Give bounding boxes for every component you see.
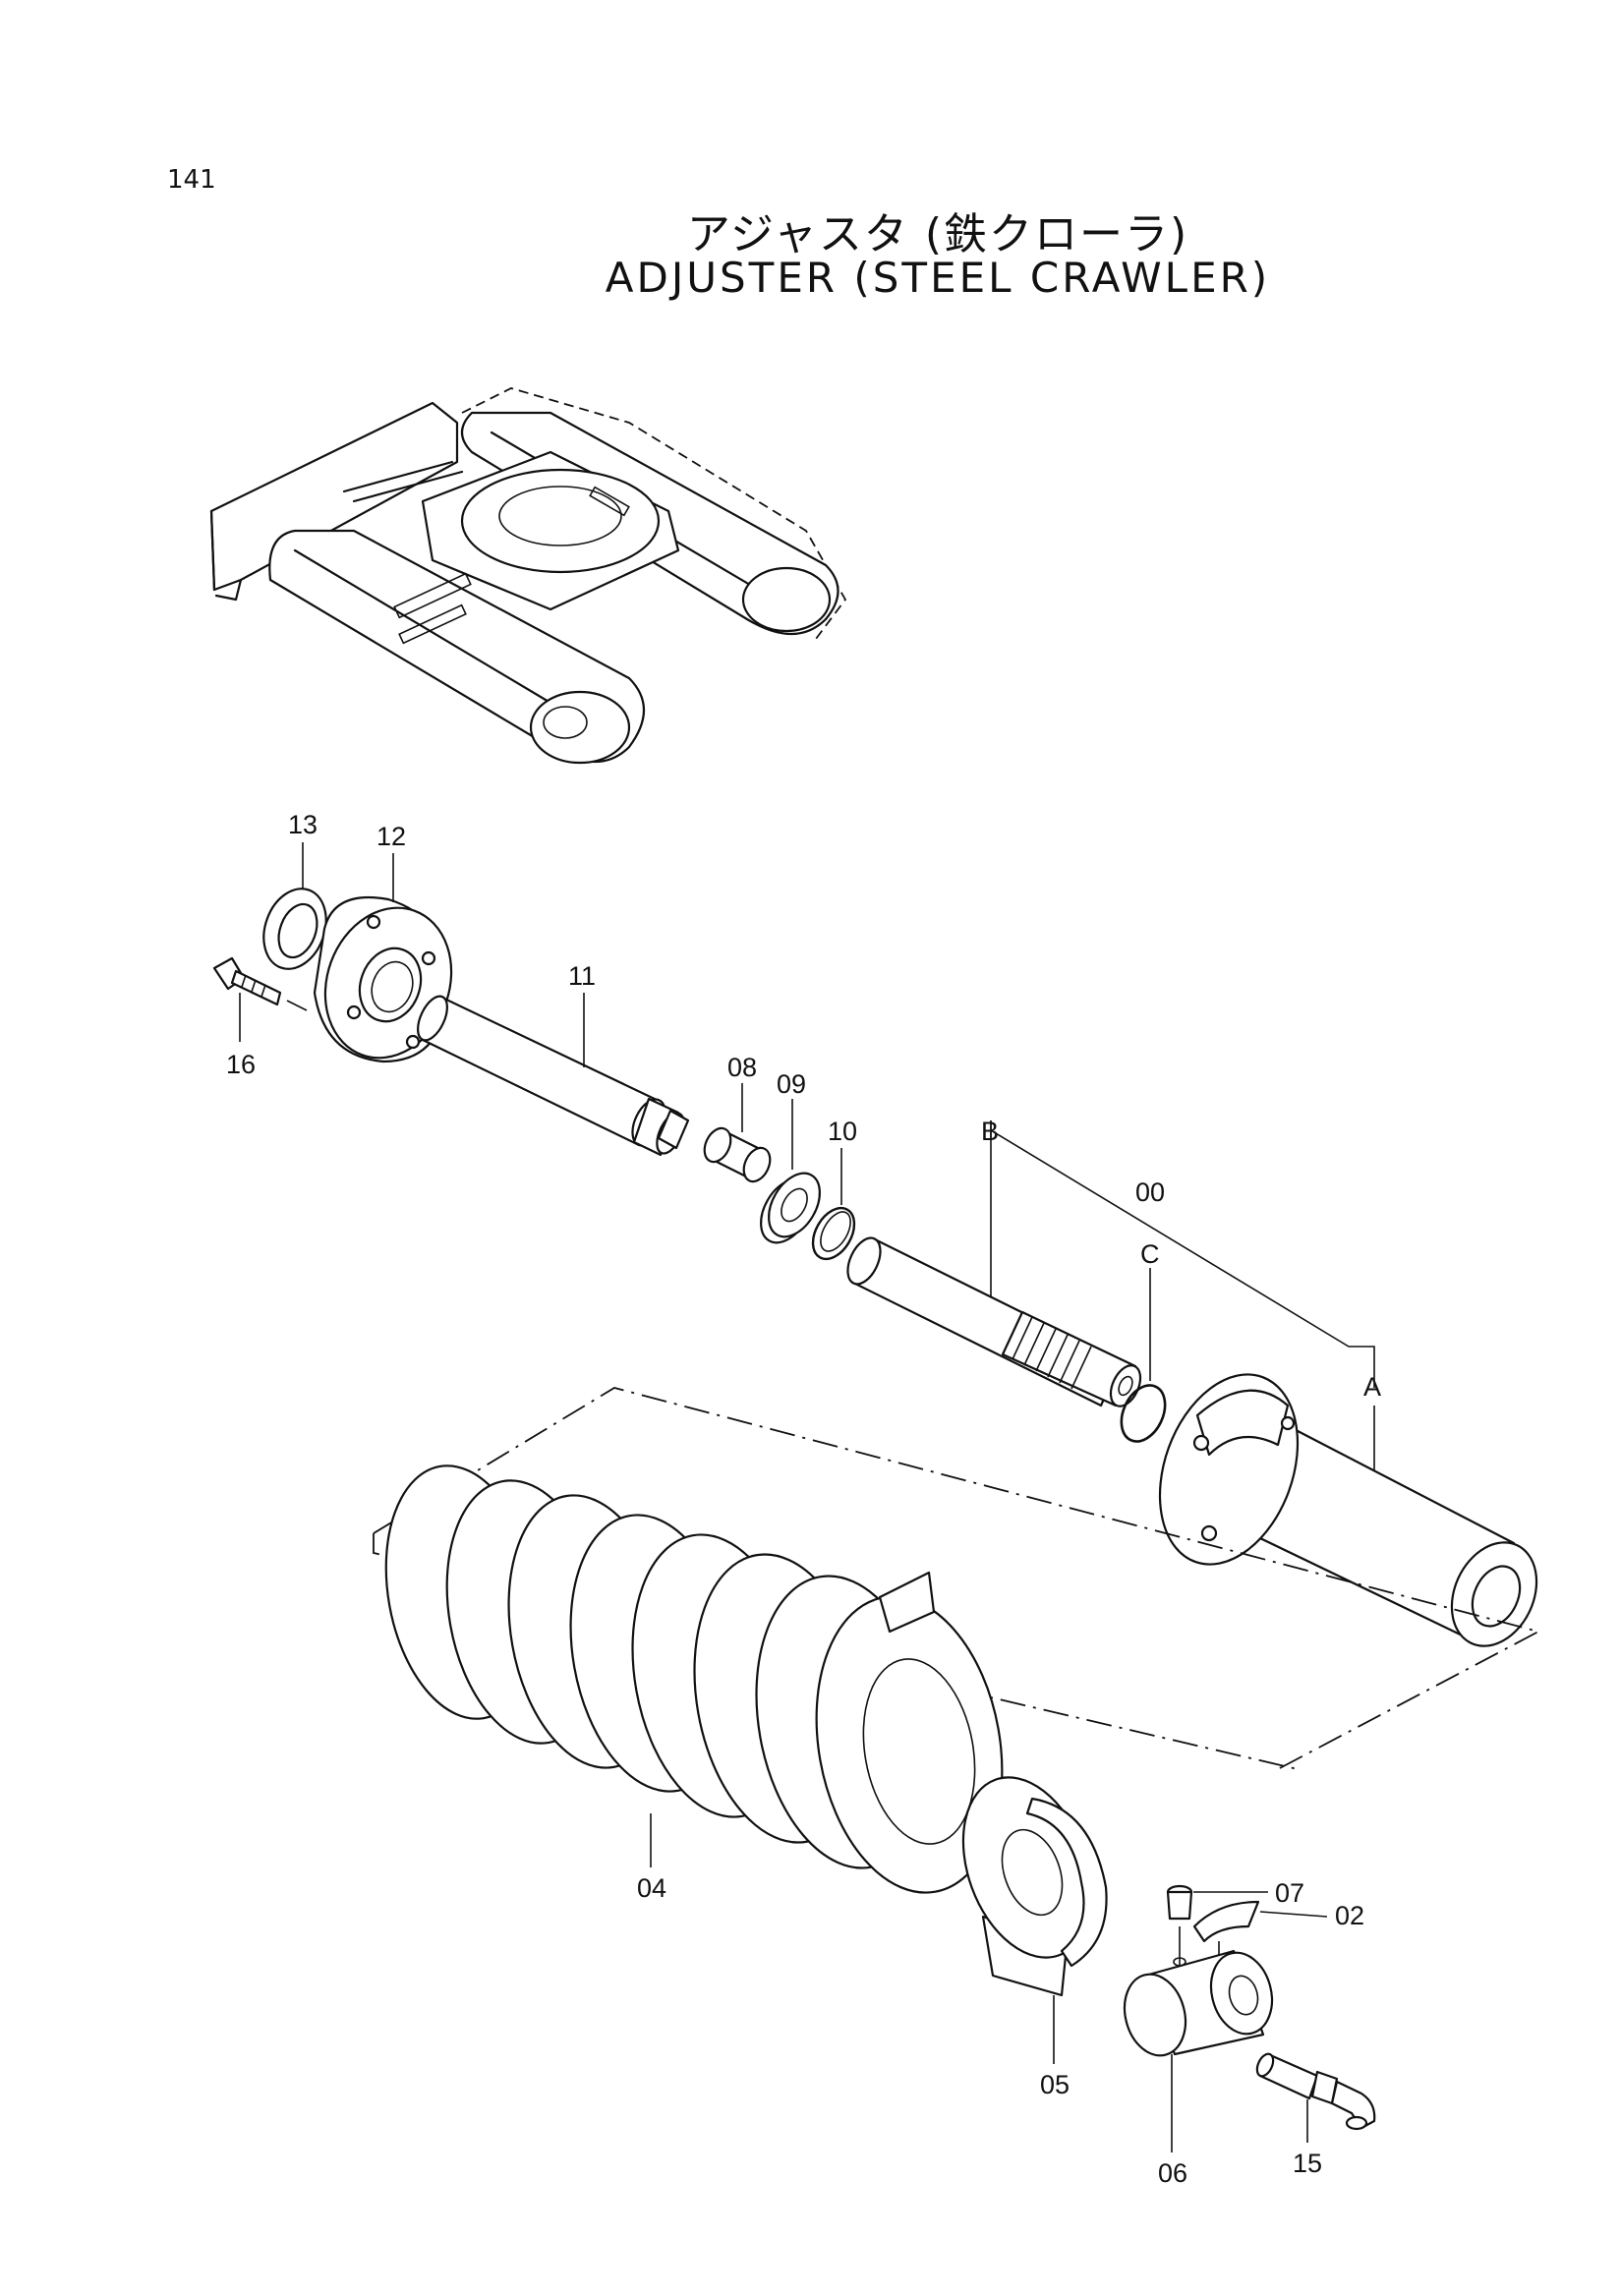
dashdot-envelope — [373, 1387, 1541, 1770]
title-japanese: アジャスタ (鉄クローラ) — [686, 209, 1189, 259]
part-07-plug — [1166, 1884, 1268, 1966]
callout-05: 05 — [1040, 2070, 1070, 2099]
part-16-bolt — [212, 956, 308, 1042]
callout-06: 06 — [1158, 2158, 1187, 2188]
undercarriage-overview — [209, 387, 847, 765]
part-02-plate — [1192, 1900, 1328, 1966]
callout-04: 04 — [637, 1873, 666, 1903]
assembly-bracket-00 — [990, 1120, 1375, 1479]
callout-13: 13 — [288, 810, 318, 839]
callout-08: 08 — [727, 1053, 757, 1082]
part-a-cylinder — [1158, 1373, 1538, 1647]
callout-02: 02 — [1335, 1901, 1364, 1930]
callout-09: 09 — [777, 1069, 806, 1099]
callout-16: 16 — [226, 1050, 256, 1079]
part-b-piston-rod — [846, 1120, 1142, 1407]
part-13-seal — [262, 842, 327, 970]
callout-a: A — [1363, 1372, 1381, 1402]
part-05-spring-seat — [961, 1776, 1108, 2064]
part-11-rod — [417, 993, 690, 1157]
callout-b: B — [981, 1117, 999, 1146]
page-number: 141 — [167, 165, 216, 195]
callout-07: 07 — [1275, 1878, 1304, 1908]
part-09-seal — [760, 1099, 821, 1244]
part-c-o-ring — [1120, 1268, 1167, 1443]
part-04-spring — [384, 1464, 1004, 1894]
callout-12: 12 — [376, 822, 406, 851]
callout-c: C — [1140, 1239, 1160, 1269]
part-10-snap-ring — [811, 1148, 856, 1261]
part-06-grease-cylinder — [1123, 1949, 1274, 2152]
part-15-grease-fitting — [1255, 2052, 1376, 2143]
part-08-bushing — [703, 1083, 772, 1183]
callout-labels: 13 12 16 11 08 09 10 B 00 C A 04 07 02 0… — [226, 810, 1381, 2188]
title-english: ADJUSTER (STEEL CRAWLER) — [605, 254, 1271, 302]
callout-00: 00 — [1135, 1177, 1165, 1207]
callout-15: 15 — [1293, 2149, 1322, 2178]
callout-10: 10 — [828, 1117, 857, 1146]
callout-11: 11 — [568, 961, 596, 991]
